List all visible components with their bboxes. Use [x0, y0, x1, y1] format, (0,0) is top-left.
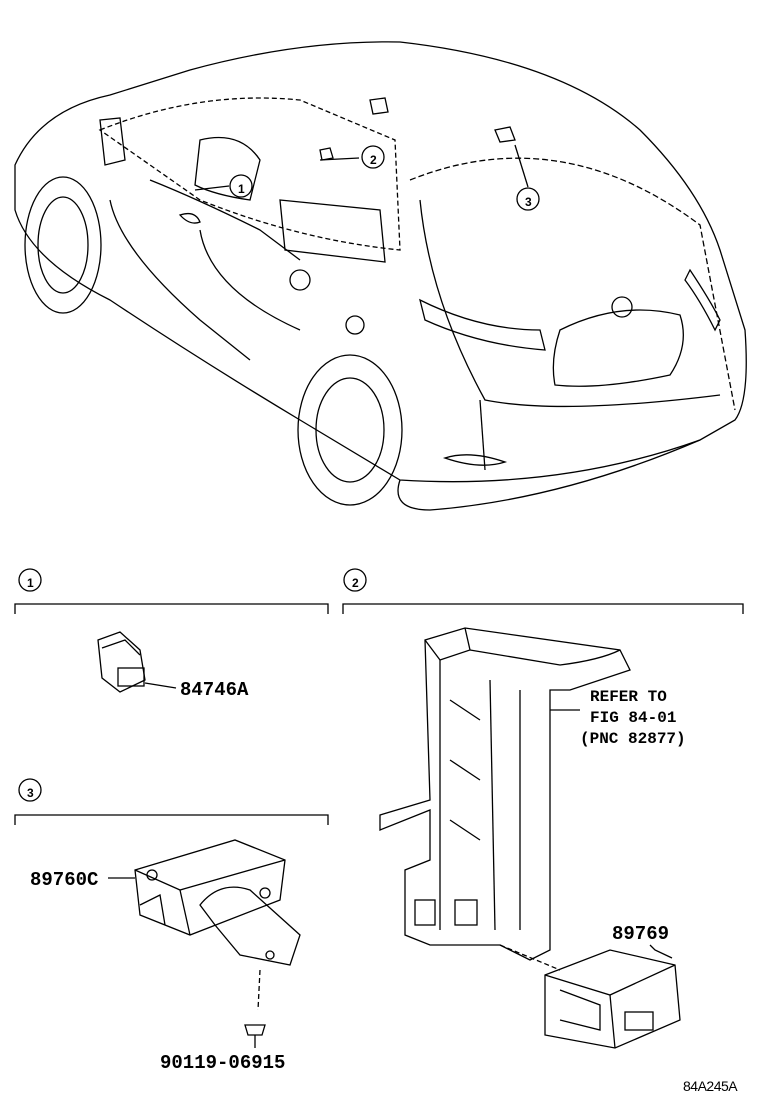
callout-3-label: 3	[525, 195, 532, 209]
callout-2	[361, 145, 385, 169]
callout-1	[229, 174, 253, 198]
section-2-marker	[343, 568, 367, 592]
callout-1-label: 1	[238, 182, 245, 196]
section-3-number: 3	[27, 786, 34, 800]
sensor-89760c-drawing	[108, 839, 301, 1048]
switch-84746a-drawing	[97, 631, 177, 693]
bracket-assembly-drawing	[379, 627, 681, 1049]
callout-2-label: 2	[370, 153, 377, 167]
part-number-90119-06915[interactable]: 90119-06915	[160, 1052, 286, 1074]
section-1-marker	[18, 568, 42, 592]
figure-code: 84A245A	[683, 1078, 738, 1094]
section-3-marker	[18, 778, 42, 802]
part-number-89769[interactable]: 89769	[612, 923, 670, 945]
refer-note-line-3: (PNC 82877)	[580, 730, 686, 748]
part-number-89760c[interactable]: 89760C	[30, 869, 99, 891]
refer-note-line-1: REFER TO	[590, 688, 667, 706]
part-number-84746a[interactable]: 84746A	[180, 679, 249, 701]
section-1-number: 1	[27, 576, 34, 590]
section-2-bracket	[342, 603, 744, 614]
vehicle-illustration	[14, 41, 747, 511]
section-2-number: 2	[352, 576, 359, 590]
callout-3	[516, 187, 540, 211]
refer-note-line-2[interactable]: FIG 84-01	[590, 709, 677, 727]
section-3-bracket	[14, 814, 329, 825]
section-1-bracket	[14, 603, 329, 614]
